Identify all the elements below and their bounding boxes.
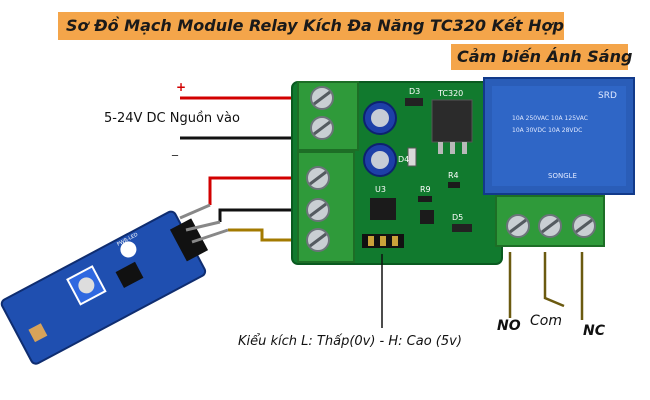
page-subtitle: Cảm biến Ánh Sáng bbox=[457, 47, 633, 66]
sensor-terminal-block bbox=[297, 151, 355, 263]
com-wire bbox=[543, 252, 565, 308]
tc320-regulator bbox=[431, 99, 473, 154]
relay-model: SRD bbox=[598, 91, 617, 101]
page-title: Sơ Đồ Mạch Module Relay Kích Đa Năng TC3… bbox=[66, 16, 564, 35]
relay-rating-2: 10A 30VDC 10A 28VDC bbox=[512, 127, 582, 134]
d5-label: D5 bbox=[452, 213, 463, 222]
capacitor-1 bbox=[363, 101, 397, 135]
relay-brand: SONGLE bbox=[548, 172, 577, 180]
power-input-label: 5-24V DC Nguồn vào bbox=[104, 111, 240, 126]
com-label: Com bbox=[530, 313, 562, 329]
resistor-r4 bbox=[448, 182, 460, 188]
relay-rating-1: 10A 250VAC 10A 125VAC bbox=[512, 115, 588, 122]
relay-terminal-block bbox=[495, 195, 605, 247]
r4-label: R4 bbox=[448, 171, 459, 180]
power-terminal-block bbox=[297, 81, 359, 151]
diode-d4 bbox=[407, 147, 417, 167]
r9-label: R9 bbox=[420, 185, 431, 194]
title-banner: Sơ Đồ Mạch Module Relay Kích Đa Năng TC3… bbox=[58, 12, 564, 40]
ic-u3 bbox=[370, 198, 396, 220]
u3-label: U3 bbox=[375, 185, 386, 194]
no-label: NO bbox=[497, 318, 521, 334]
nc-label: NC bbox=[583, 323, 605, 339]
trigger-jumper[interactable] bbox=[362, 234, 404, 248]
capacitor-2 bbox=[363, 143, 397, 177]
plus-label: + bbox=[176, 80, 187, 94]
d3-label: D3 bbox=[409, 87, 420, 96]
relay bbox=[483, 77, 635, 195]
light-sensor-module bbox=[0, 210, 209, 365]
d4-label: D4 bbox=[398, 155, 409, 164]
subtitle-banner: Cảm biến Ánh Sáng bbox=[451, 44, 633, 70]
trigger-mode-label: Kiểu kích L: Thấp(0v) - H: Cao (5v) bbox=[238, 334, 462, 349]
sensor-gnd-wire bbox=[218, 208, 302, 222]
diode-d3 bbox=[405, 98, 423, 106]
photoresistor bbox=[28, 323, 48, 343]
diode-d5 bbox=[452, 224, 472, 232]
chip-label: TC320 bbox=[437, 89, 463, 98]
transistor bbox=[420, 210, 434, 224]
sensor-signal-wire bbox=[228, 228, 302, 242]
minus-label: _ bbox=[172, 142, 178, 156]
resistor-r9 bbox=[418, 196, 432, 202]
sensor-vcc-wire bbox=[208, 176, 302, 205]
